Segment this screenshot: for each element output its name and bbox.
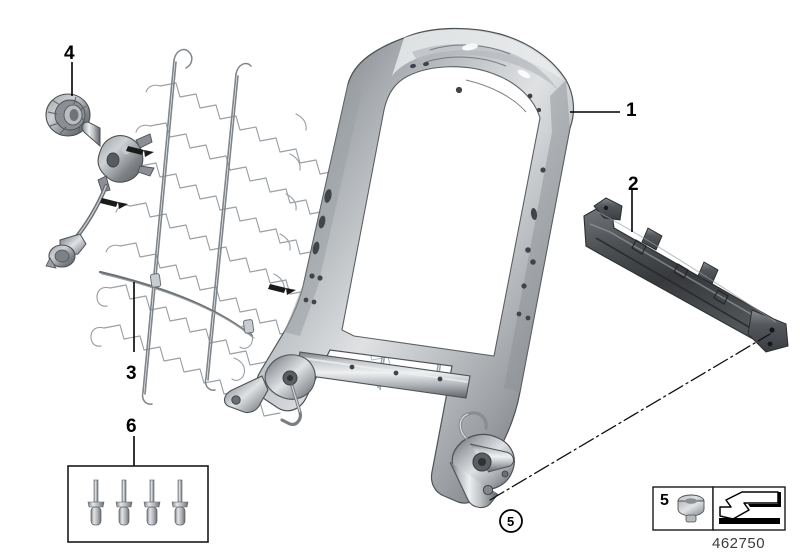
adjuster-knob (45, 93, 91, 137)
rivet (87, 479, 105, 526)
fastener-kit (67, 465, 209, 543)
cross-member-bracket (583, 197, 789, 353)
assembly-direction-arrows (100, 146, 296, 295)
backrest-frame (223, 27, 575, 509)
rivet (143, 479, 161, 526)
callout-number-6: 6 (126, 416, 137, 437)
frame-left-hinge (223, 354, 316, 426)
leader-lines (71, 62, 633, 466)
rivet (115, 479, 133, 526)
stop-buffer-icon (677, 494, 705, 523)
adjuster-body (81, 121, 155, 193)
cable-end-fitting (45, 233, 87, 269)
circled-callout-5 (499, 509, 523, 533)
legend-item-number: 5 (660, 492, 669, 509)
installation-axis-line (489, 333, 771, 501)
diagram-id-number: 462750 (712, 535, 766, 552)
circled-callout-number-5: 5 (507, 514, 515, 529)
callout-number-2: 2 (628, 174, 639, 195)
rivet (171, 479, 189, 526)
legend-box (652, 486, 786, 531)
installation-direction-arrow (719, 491, 781, 524)
lumbar-adjuster (45, 93, 155, 269)
callout-number-1: 1 (626, 100, 637, 121)
frame-right-hinge (449, 411, 515, 509)
callout-number-3: 3 (126, 363, 137, 384)
spring-mat (90, 48, 357, 417)
callout-number-4: 4 (64, 43, 75, 64)
